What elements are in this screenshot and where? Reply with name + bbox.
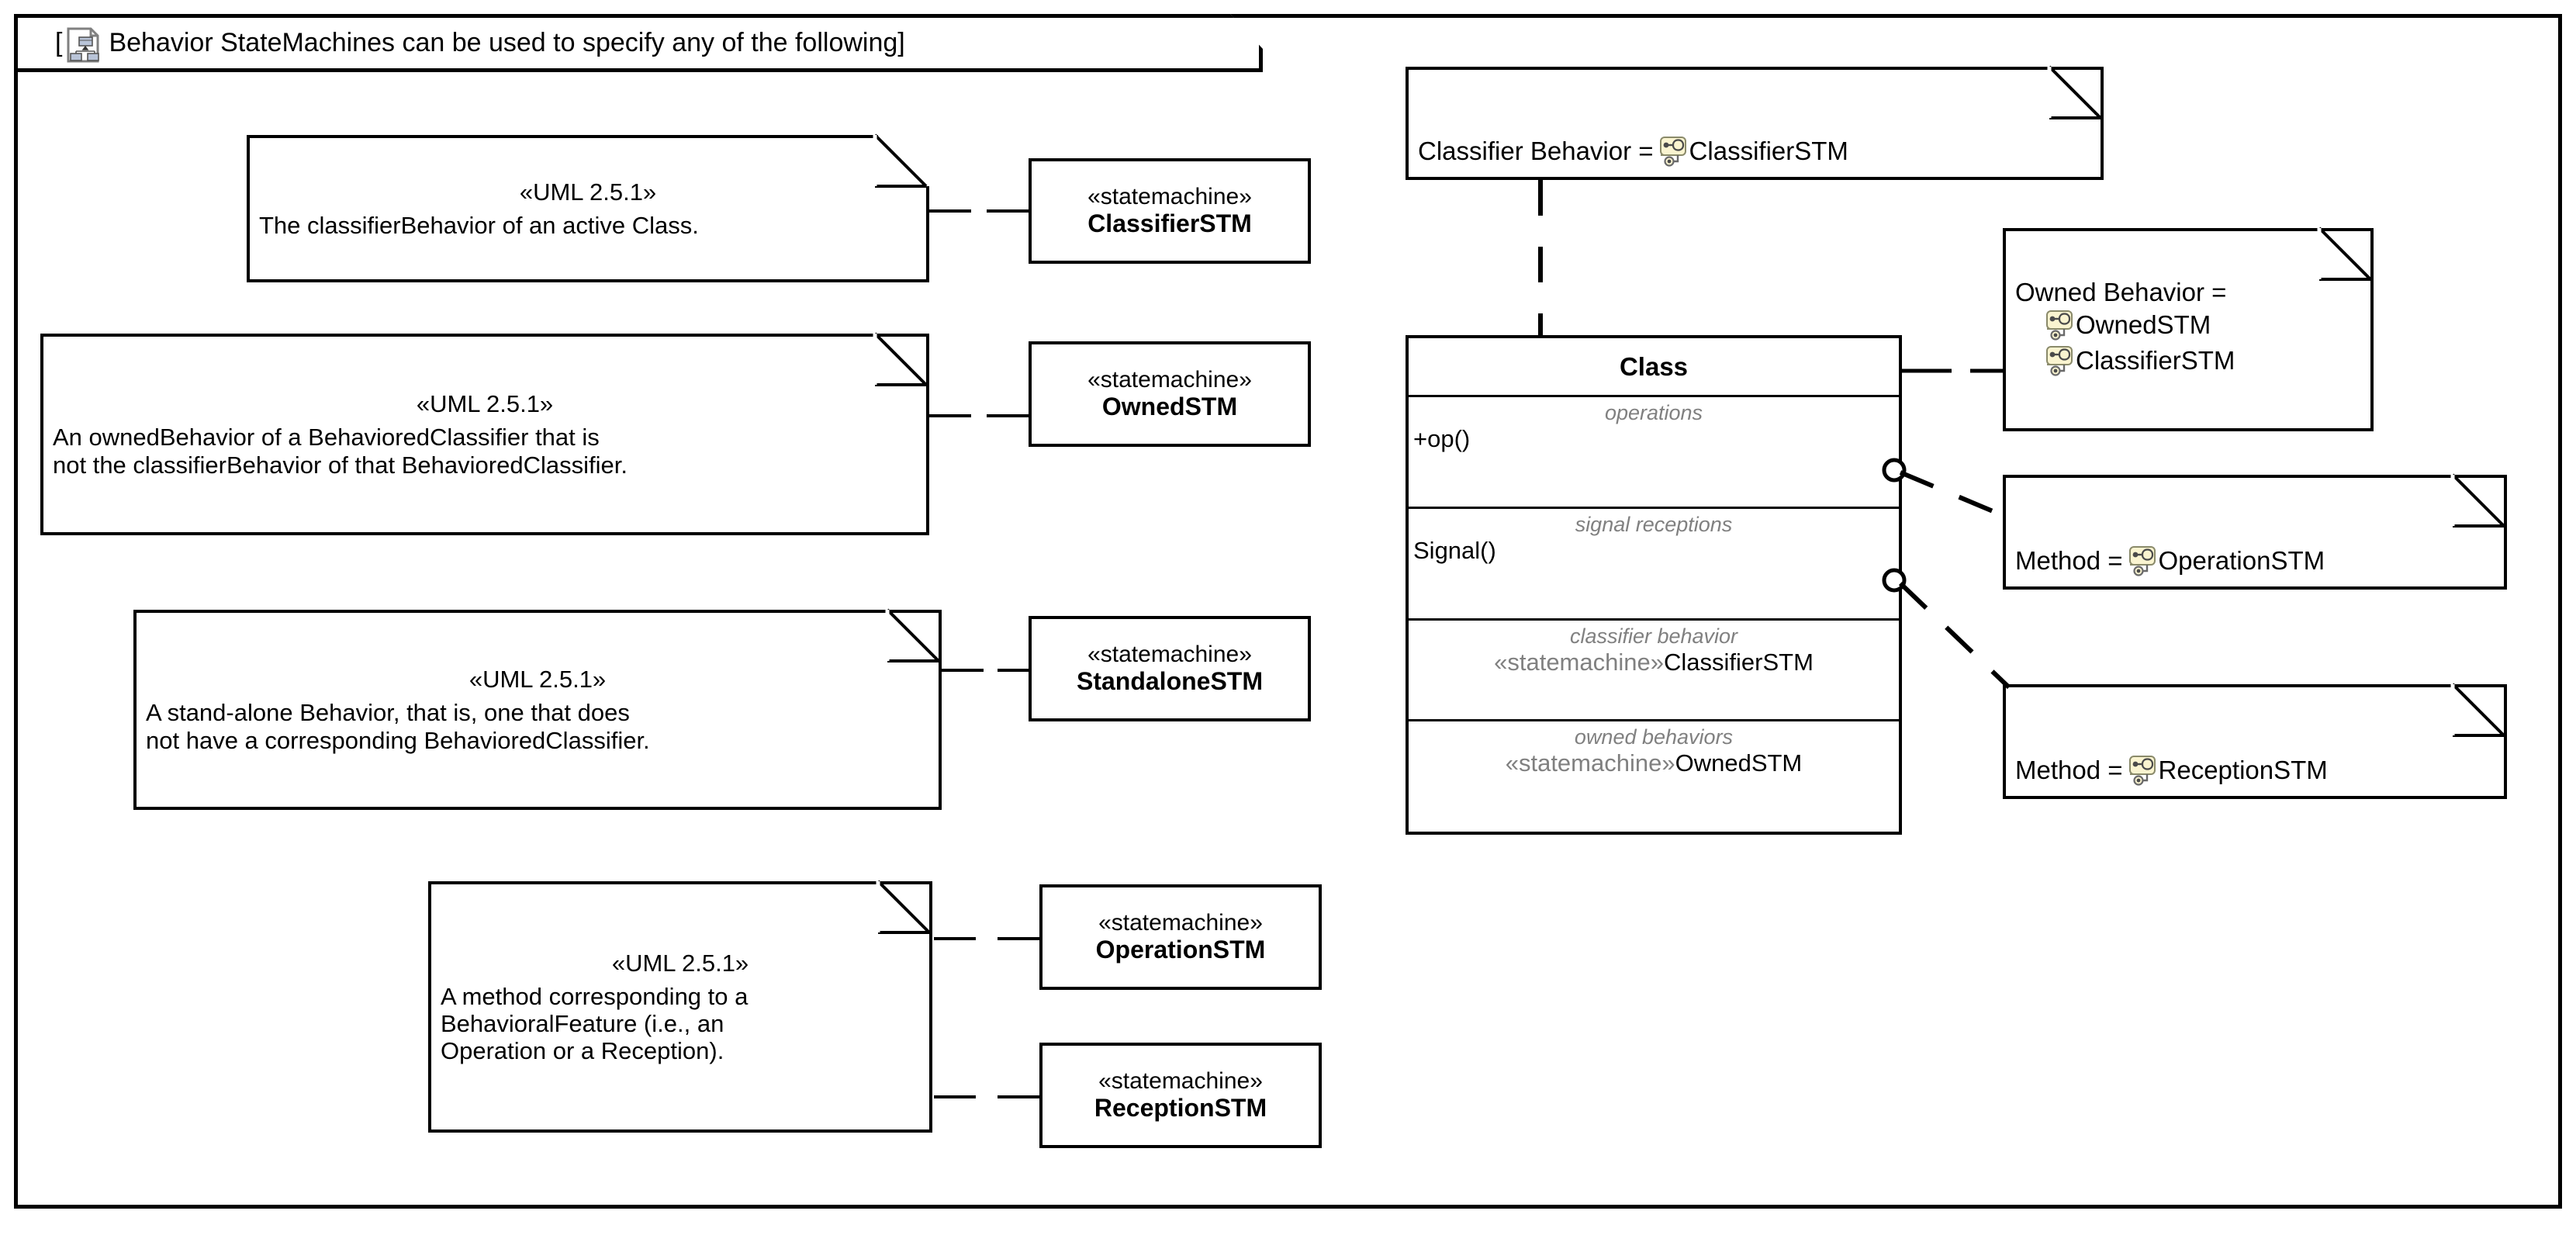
method-operation-value: OperationSTM <box>2158 545 2325 575</box>
note-text-line: not the classifierBehavior of that Behav… <box>53 451 628 479</box>
note-owned-behavior: «UML 2.5.1» An ownedBehavior of a Behavi… <box>40 332 929 535</box>
statemachine-box-ownedstm[interactable]: «statemachine» OwnedSTM <box>1029 341 1311 447</box>
statemachine-name: ClassifierSTM <box>1087 209 1252 238</box>
compartment-label: owned behaviors <box>1574 725 1734 749</box>
class-compartment-owned-behaviors: owned behaviors «statemachine»OwnedSTM <box>1409 721 1899 833</box>
note-fold-corner-icon <box>2450 683 2505 737</box>
note-owned-behavior-value: Owned Behavior = OwnedSTM <box>2003 227 2374 431</box>
note-classifier-behavior-value: Classifier Behavior = ClassifierSTM <box>1406 65 2104 180</box>
statemachine-icon <box>2040 307 2076 343</box>
compartment-value: ClassifierSTM <box>1663 648 1814 676</box>
owned-behavior-prefix: Owned Behavior = <box>2015 277 2227 306</box>
note-fold-corner-icon <box>876 880 931 934</box>
compartment-label: classifier behavior <box>1569 624 1738 648</box>
note-text-line: Operation or a Reception). <box>441 1037 724 1065</box>
class-name: Class <box>1619 351 1689 381</box>
note-method: «UML 2.5.1» A method corresponding to a … <box>428 880 932 1133</box>
compartment-value: +op() <box>1413 424 1471 452</box>
statemachine-box-classifierstm[interactable]: «statemachine» ClassifierSTM <box>1029 158 1311 264</box>
compartment-label: operations <box>1604 401 1703 424</box>
note-text-line: An ownedBehavior of a BehavioredClassifi… <box>53 424 600 451</box>
statemachine-icon <box>2123 543 2159 579</box>
note-stereotype: «UML 2.5.1» <box>416 390 554 418</box>
connector-note4-to-receptionstm-right <box>998 1095 1039 1098</box>
connector-note1-to-classifierstm-right <box>987 209 1029 213</box>
statemachine-icon <box>2123 752 2159 788</box>
statemachine-name: OperationSTM <box>1095 936 1266 964</box>
statemachine-box-standalonestm[interactable]: «statemachine» StandaloneSTM <box>1029 616 1311 721</box>
method-reception-value: ReceptionSTM <box>2158 755 2328 784</box>
statemachine-name: ReceptionSTM <box>1094 1094 1267 1123</box>
compartment-stereotype: «statemachine» <box>1505 749 1675 777</box>
note-fold-corner-icon <box>873 332 928 386</box>
note-standalone: «UML 2.5.1» A stand-alone Behavior, that… <box>133 608 942 810</box>
frame-title-label: Behavior StateMachines can be used to sp… <box>109 28 905 57</box>
note-stereotype: «UML 2.5.1» <box>611 949 749 977</box>
statemachine-stereotype: «statemachine» <box>1087 367 1252 393</box>
class-box[interactable]: Class operations +op() signal receptions… <box>1406 335 1902 835</box>
connector-note1-to-classifierstm-left <box>929 209 971 213</box>
compartment-value: OwnedSTM <box>1675 749 1803 777</box>
owned-behavior-item-value: OwnedSTM <box>2076 310 2211 339</box>
statemachine-stereotype: «statemachine» <box>1098 1068 1263 1095</box>
note-fold-corner-icon <box>2047 65 2102 119</box>
statemachine-box-operationstm[interactable]: «statemachine» OperationSTM <box>1039 884 1322 990</box>
note-stereotype: «UML 2.5.1» <box>469 666 607 694</box>
statemachine-stereotype: «statemachine» <box>1087 642 1252 668</box>
method-reception-prefix: Method = <box>2015 755 2123 784</box>
statemachine-diagram-icon <box>67 27 99 63</box>
statemachine-stereotype: «statemachine» <box>1098 910 1263 936</box>
note-fold-corner-icon <box>2450 473 2505 528</box>
connector-note3-to-standalonestm-left <box>942 669 984 672</box>
note-classifier-behavior: «UML 2.5.1» The classifierBehavior of an… <box>247 133 929 282</box>
connector-note2-to-ownedstm-left <box>929 414 971 417</box>
connector-note4-to-operationstm-left <box>934 937 976 940</box>
method-operation-prefix: Method = <box>2015 545 2123 575</box>
compartment-label: signal receptions <box>1575 513 1733 536</box>
compartment-stereotype: «statemachine» <box>1494 648 1664 676</box>
note-fold-corner-icon <box>2317 227 2372 281</box>
statemachine-box-receptionstm[interactable]: «statemachine» ReceptionSTM <box>1039 1043 1322 1148</box>
statemachine-icon <box>2040 343 2076 379</box>
note-stereotype: «UML 2.5.1» <box>519 178 657 206</box>
statemachine-icon <box>1654 133 1689 169</box>
note-text-line: not have a corresponding BehavioredClass… <box>146 726 650 754</box>
class-compartment-operations: operations +op() <box>1409 397 1899 509</box>
compartment-value: Signal() <box>1413 536 1496 564</box>
class-name-compartment: Class <box>1409 338 1899 397</box>
note-text-line: The classifierBehavior of an active Clas… <box>259 212 699 239</box>
classifier-behavior-prefix: Classifier Behavior = <box>1418 136 1654 165</box>
classifier-behavior-value: ClassifierSTM <box>1689 136 1848 165</box>
note-method-reception: Method = ReceptionSTM <box>2003 683 2507 799</box>
frame-title-bracket: [ <box>55 28 63 57</box>
note-fold-corner-icon <box>873 133 929 188</box>
note-fold-corner-icon <box>885 608 940 662</box>
compartment-value-row: «statemachine»OwnedSTM <box>1409 749 1899 777</box>
statemachine-name: StandaloneSTM <box>1076 667 1263 696</box>
compartment-value-row: «statemachine»ClassifierSTM <box>1409 649 1899 676</box>
note-text-line: A stand-alone Behavior, that is, one tha… <box>146 699 630 727</box>
connector-note3-to-standalonestm-right <box>998 669 1039 672</box>
diagram-frame-title-tab: [ Behavior StateMachines can be used to … <box>14 14 1263 72</box>
connector-note4-to-operationstm-right <box>998 937 1039 940</box>
statemachine-name: OwnedSTM <box>1101 393 1238 421</box>
connector-note2-to-ownedstm-right <box>987 414 1029 417</box>
class-compartment-signal-receptions: signal receptions Signal() <box>1409 509 1899 621</box>
note-method-operation: Method = OperationSTM <box>2003 473 2507 590</box>
note-text-line: BehavioralFeature (i.e., an <box>441 1010 724 1037</box>
owned-behavior-item-value: ClassifierSTM <box>2076 346 2235 375</box>
note-text-line: A method corresponding to a <box>441 982 749 1010</box>
connector-note4-to-receptionstm-left <box>934 1095 976 1098</box>
statemachine-stereotype: «statemachine» <box>1087 184 1252 210</box>
class-compartment-classifier-behavior: classifier behavior «statemachine»Classi… <box>1409 621 1899 721</box>
